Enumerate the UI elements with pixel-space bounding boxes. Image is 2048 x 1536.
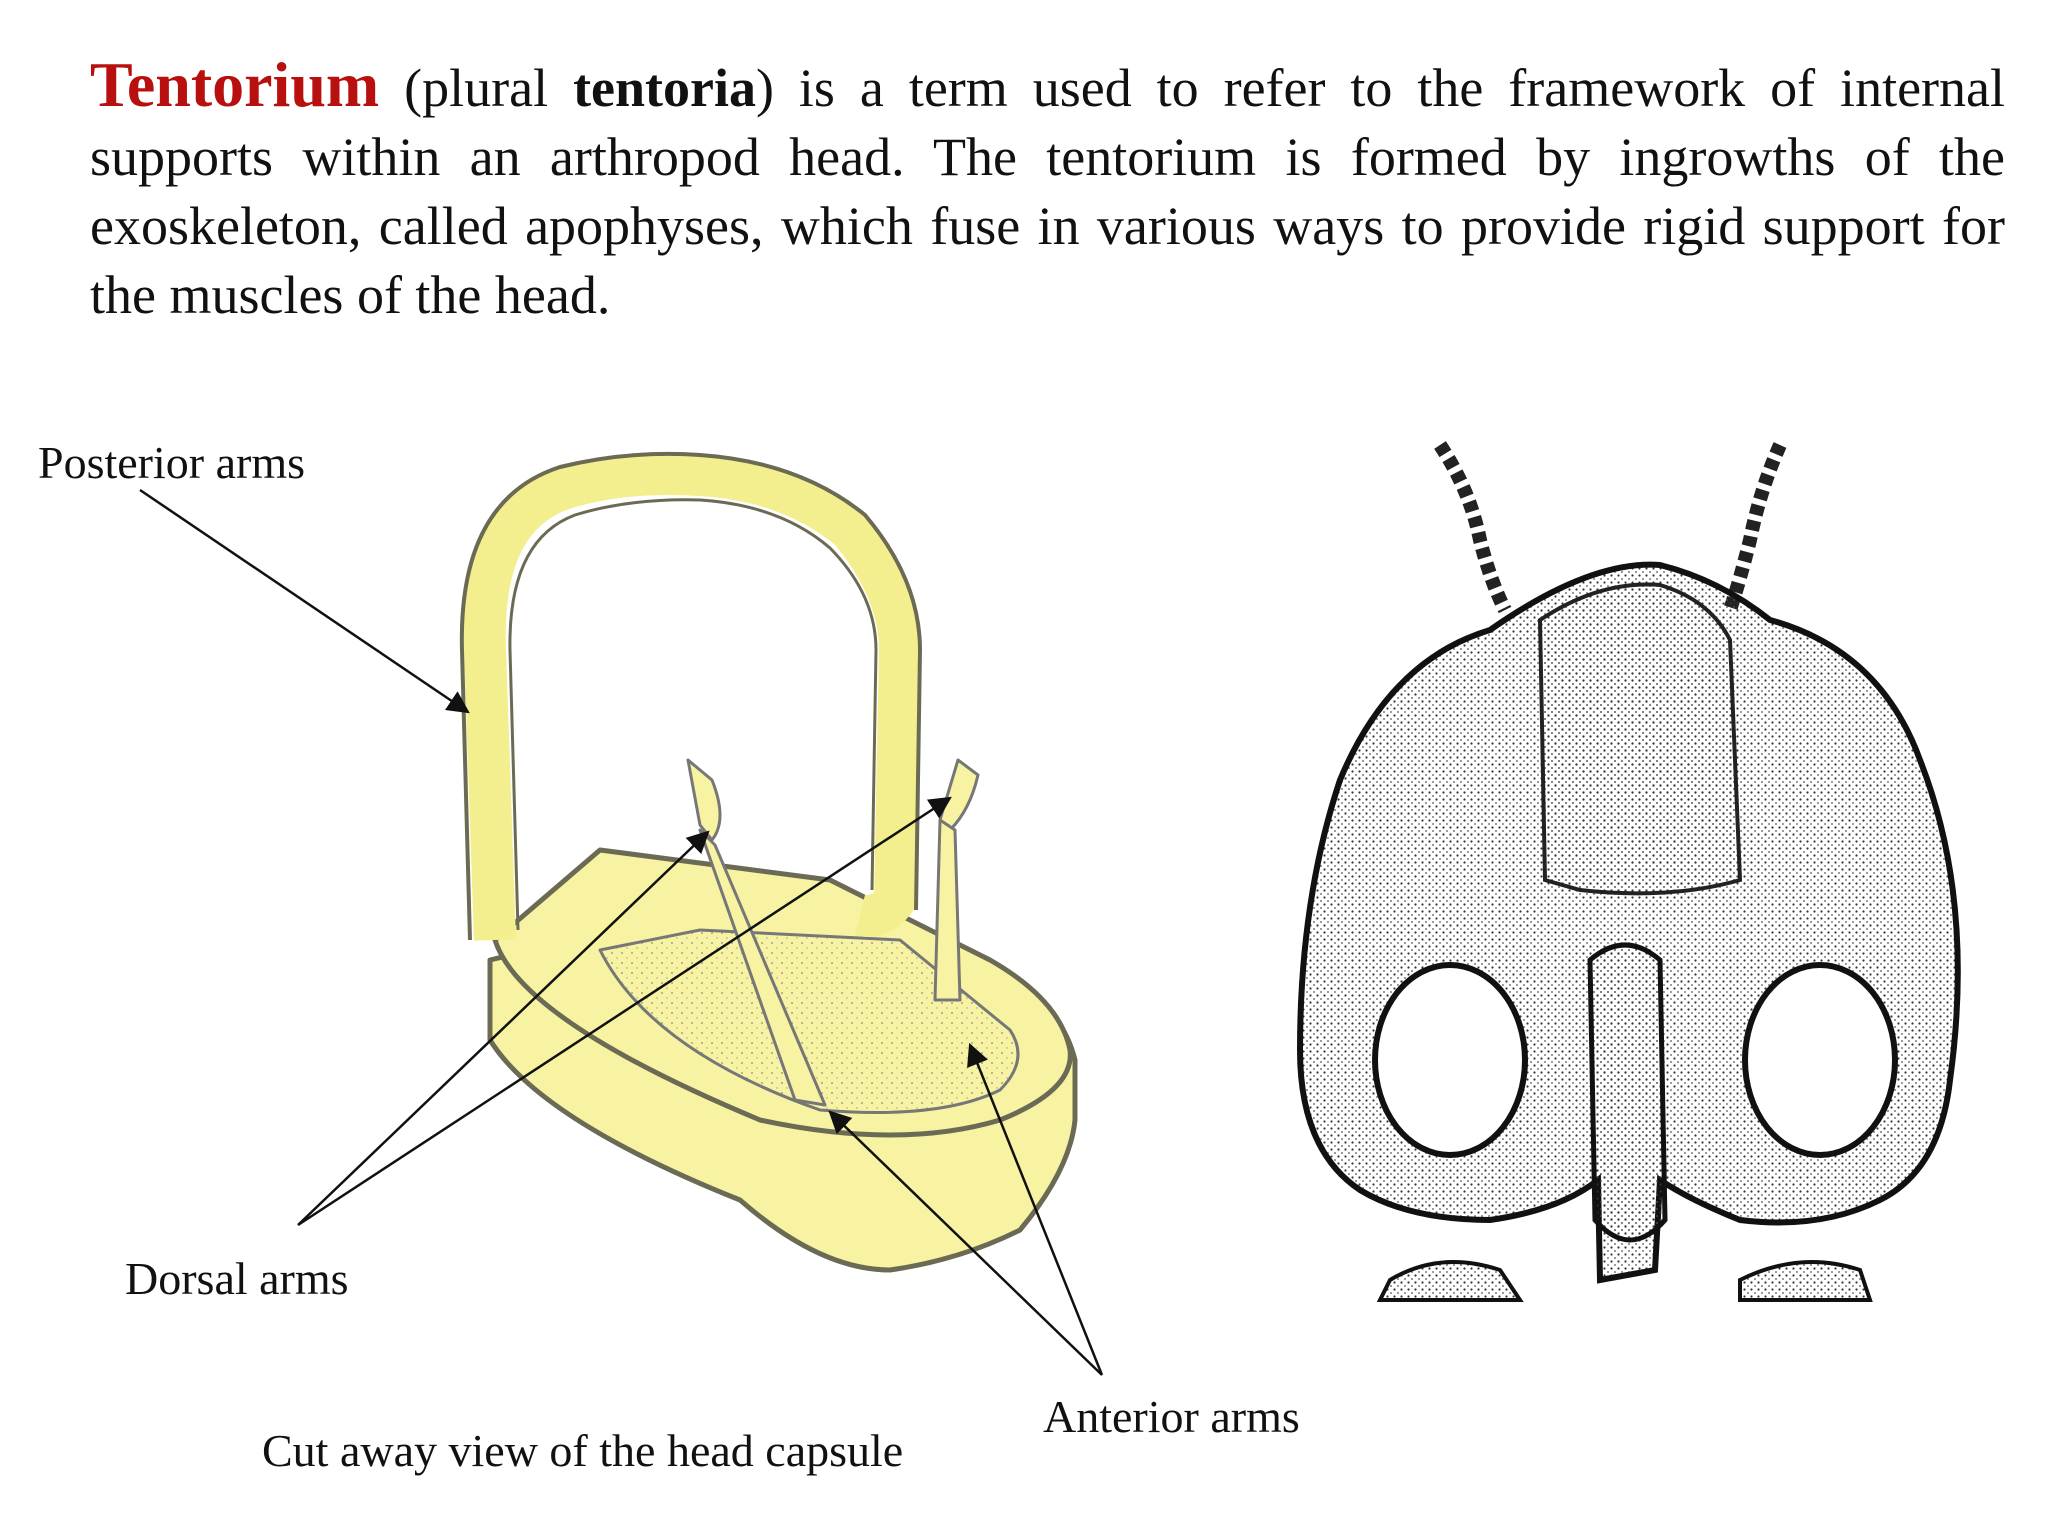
dorsal-arm-right (938, 758, 980, 832)
head-capsule-illustration (459, 451, 1078, 1273)
anterior-arm-right (933, 818, 962, 1002)
intro-paragraph: Tentorium (plural tentoria) is a term us… (90, 50, 2005, 330)
antenna-right (1723, 442, 1787, 613)
eye-left (1372, 962, 1528, 1158)
arrow-dorsal-left (297, 830, 710, 1226)
intro-body: ) is a term used to refer to the framewo… (90, 58, 2005, 325)
eye-right (1742, 962, 1898, 1158)
arrow-posterior (139, 488, 470, 714)
dorsal-arm-left (686, 758, 722, 842)
plural-term: tentoria (573, 58, 756, 118)
insect-head-illustration (1296, 441, 1961, 1302)
anterior-arm-left (698, 828, 827, 1107)
clypeus (1537, 582, 1743, 896)
mouthpart-right (1738, 1260, 1873, 1302)
antenna-left (1434, 441, 1512, 614)
figure-caption: Cut away view of the head capsule (262, 1425, 904, 1476)
arrow-dorsal-right (297, 796, 952, 1227)
label-dorsal-arms: Dorsal arms (125, 1253, 349, 1304)
label-anterior-arms: Anterior arms (1043, 1391, 1300, 1442)
term-heading: Tentorium (90, 49, 380, 120)
posterior-ring (463, 453, 921, 941)
callout-arrows (139, 488, 1104, 1376)
labrum (1587, 942, 1668, 1243)
arrow-anterior-right (967, 1042, 1104, 1376)
intro-open: (plural (379, 58, 574, 118)
mouthpart-left (1376, 1260, 1524, 1302)
label-posterior-arms: Posterior arms (38, 437, 306, 488)
capsule-floor (598, 928, 1020, 1114)
arrow-anterior-left (828, 1110, 1103, 1376)
